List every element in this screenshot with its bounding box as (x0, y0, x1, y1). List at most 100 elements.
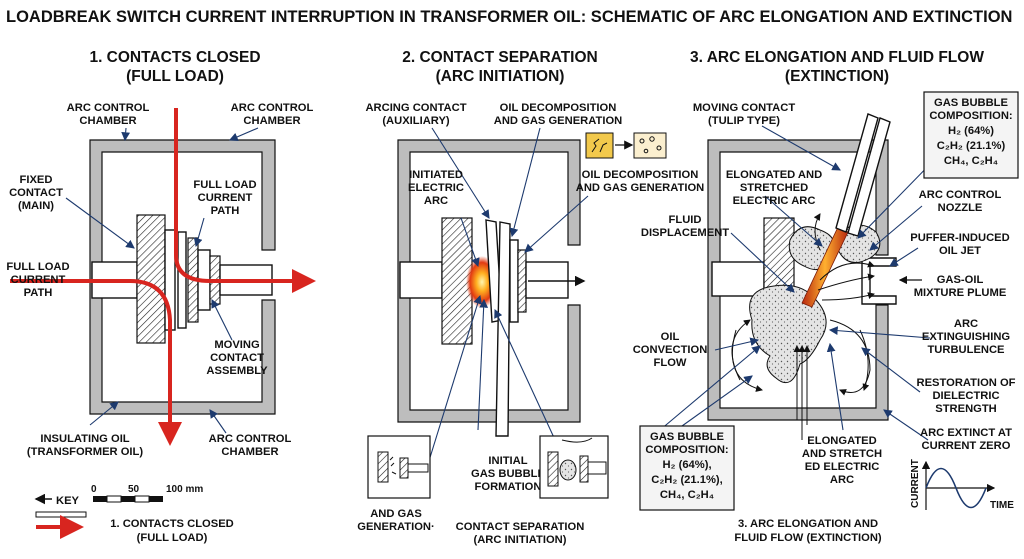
panel3-label-elongated-arc: ELONGATED AND (726, 169, 822, 181)
panel3-label-arc-nozzle: ARC CONTROL (919, 189, 1002, 201)
svg-text:(TULIP TYPE): (TULIP TYPE) (708, 115, 780, 127)
time-axis-label: TIME (990, 500, 1014, 511)
svg-text:(ARC INITIATION): (ARC INITIATION) (473, 534, 566, 546)
svg-text:(FULL LOAD): (FULL LOAD) (137, 532, 208, 544)
panel1-label-full-load-right: FULL LOAD (193, 179, 256, 191)
panel1-contacts-closed: ARC CONTROL CHAMBER ARC CONTROL CHAMBER … (6, 102, 316, 458)
panel3-label-plume: GAS-OIL (937, 274, 984, 286)
svg-text:COMPOSITION:: COMPOSITION: (645, 444, 728, 456)
panel3-chamber-wall (707, 139, 889, 421)
svg-text:CURRENT: CURRENT (11, 274, 66, 286)
legend-entry-label: 1. CONTACTS CLOSED (110, 518, 233, 530)
bottom-caption-contact-separation: CONTACT SEPARATION (456, 521, 585, 533)
panel1-chamber-wall (89, 139, 276, 415)
panel2-label-oil-decomp-side: OIL DECOMPOSITION (582, 169, 699, 181)
gas-composition-box-bottom: GAS BUBBLE COMPOSITION: H₂ (64%), C₂H₂ (… (639, 425, 735, 511)
svg-text:ARC: ARC (830, 474, 854, 486)
panel3-label-elongated-arc-bottom: ELONGATED (807, 435, 876, 447)
panel1-label-fixed-contact: FIXED (20, 174, 53, 186)
svg-text:50: 50 (128, 484, 140, 495)
svg-text:H₂ (64%),: H₂ (64%), (662, 459, 711, 471)
svg-text:STRETCHED: STRETCHED (740, 182, 808, 194)
panel1-fixed-contact (136, 214, 166, 344)
svg-text:AND STRETCH: AND STRETCH (802, 448, 882, 460)
panel3-arc-elongation: MOVING CONTACT (TULIP TYPE) ELONGATED AN… (633, 91, 1019, 511)
svg-text:EXTINGUISHING: EXTINGUISHING (922, 331, 1011, 343)
panel1-current-path-lower (10, 279, 182, 446)
svg-text:0: 0 (91, 484, 97, 495)
svg-text:(MAIN): (MAIN) (18, 200, 54, 212)
panel3-moving-contact (835, 113, 879, 233)
panel2-arcing-contact (495, 221, 511, 437)
panel3-heading-line2: (EXTINCTION) (785, 68, 889, 85)
panel2-inset-right (539, 435, 609, 499)
svg-text:GAS BUBBLE: GAS BUBBLE (934, 97, 1009, 109)
panel2-label-oil-decomp-top: OIL DECOMPOSITION (500, 102, 617, 114)
key-label: KEY (56, 495, 80, 507)
svg-text:H₂ (64%): H₂ (64%) (948, 125, 994, 137)
gas-composition-box-top: GAS BUBBLE COMPOSITION: H₂ (64%) C₂H₂ (2… (923, 91, 1019, 179)
svg-text:C₂H₂ (21.1%): C₂H₂ (21.1%) (937, 140, 1006, 152)
scale-bar: 0 50 100 mm (91, 484, 203, 503)
svg-text:(AUXILIARY): (AUXILIARY) (382, 115, 450, 127)
panel2-heading-line1: 2. CONTACT SEPARATION (402, 49, 597, 66)
panel3-label-moving-contact: MOVING CONTACT (693, 102, 796, 114)
legend-key: KEY 0 50 100 mm 1. CONTACTS CLOSED (FULL… (34, 484, 234, 544)
panel1-label-arc-chamber-bottom: ARC CONTROL (209, 433, 292, 445)
svg-text:(TRANSFORMER OIL): (TRANSFORMER OIL) (27, 446, 143, 458)
svg-text:ELECTRIC ARC: ELECTRIC ARC (733, 195, 816, 207)
panel2-label-initial-bubble: INITIAL (488, 455, 527, 467)
panel2-label-arcing-contact: ARCING CONTACT (365, 102, 466, 114)
bottom-caption-arc-elongation: 3. ARC ELONGATION AND (738, 518, 878, 530)
svg-text:CONVECTION: CONVECTION (633, 344, 708, 356)
svg-text:CONTACT: CONTACT (210, 352, 264, 364)
panel3-label-restoration: RESTORATION OF (916, 377, 1015, 389)
svg-text:C₂H₂ (21.1%),: C₂H₂ (21.1%), (651, 474, 723, 486)
svg-text:ED ELECTRIC: ED ELECTRIC (805, 461, 880, 473)
panel1-label-arc-chamber-left: ARC CONTROL (67, 102, 150, 114)
panel2-chamber-wall (397, 139, 581, 423)
svg-text:CURRENT: CURRENT (198, 192, 253, 204)
panel1-heading-line2: (FULL LOAD) (126, 68, 224, 85)
panel3-heading-line1: 3. ARC ELONGATION AND FLUID FLOW (690, 49, 984, 66)
svg-text:CHAMBER: CHAMBER (221, 446, 278, 458)
panel3-label-puffer-jet: PUFFER-INDUCED (910, 232, 1009, 244)
svg-text:FLUID FLOW (EXTINCTION): FLUID FLOW (EXTINCTION) (734, 532, 882, 544)
panel1-label-moving-contact: MOVING (214, 339, 260, 351)
svg-text:AND GAS GENERATION: AND GAS GENERATION (576, 182, 704, 194)
svg-text:CH₄, C₂H₄: CH₄, C₂H₄ (944, 155, 998, 167)
svg-text:DISPLACEMENT: DISPLACEMENT (641, 227, 729, 239)
current-axis-label: CURRENT (910, 459, 921, 508)
svg-text:GAS BUBBLE: GAS BUBBLE (650, 431, 725, 443)
svg-text:TURBULENCE: TURBULENCE (927, 344, 1005, 356)
current-sine-wave (925, 467, 987, 509)
panel2-label-initiated-arc: INITIATED (409, 169, 463, 181)
panel2-inset-left (367, 435, 431, 499)
diagram-title: LOADBREAK SWITCH CURRENT INTERRUPTION IN… (6, 8, 1012, 26)
svg-text:ELECTRIC: ELECTRIC (408, 182, 464, 194)
svg-text:FORMATION: FORMATION (475, 481, 542, 493)
panel3-flow-arrows (731, 213, 922, 440)
panel1-label-arc-chamber-right: ARC CONTROL (231, 102, 314, 114)
panel1-label-insulating-oil: INSULATING OIL (40, 433, 129, 445)
decomposition-icon-after (633, 132, 667, 159)
panel2-label-and-gas: AND GAS (370, 508, 422, 520)
panel1-current-path-upper (174, 108, 316, 293)
svg-text:100 mm: 100 mm (166, 484, 203, 495)
svg-text:NOZZLE: NOZZLE (938, 202, 983, 214)
svg-text:CH₄, C₂H₄: CH₄, C₂H₄ (660, 489, 714, 501)
svg-text:CURRENT ZERO: CURRENT ZERO (922, 440, 1011, 452)
svg-text:PATH: PATH (24, 287, 53, 299)
svg-text:COMPOSITION:: COMPOSITION: (929, 110, 1012, 122)
svg-text:GENERATION·: GENERATION· (357, 521, 434, 533)
svg-text:CHAMBER: CHAMBER (79, 115, 136, 127)
svg-text:DIELECTRIC: DIELECTRIC (932, 390, 999, 402)
panel3-label-oil-convection: OIL (661, 331, 680, 343)
panel3-label-arc-extinct: ARC EXTINCT AT (920, 427, 1012, 439)
svg-text:FLOW: FLOW (654, 357, 687, 369)
panel3-label-turbulence: ARC (954, 318, 978, 330)
svg-text:ASSEMBLY: ASSEMBLY (206, 365, 268, 377)
panel2-contact-separation: ARCING CONTACT (AUXILIARY) OIL DECOMPOSI… (357, 102, 704, 533)
svg-text:CONTACT: CONTACT (9, 187, 63, 199)
